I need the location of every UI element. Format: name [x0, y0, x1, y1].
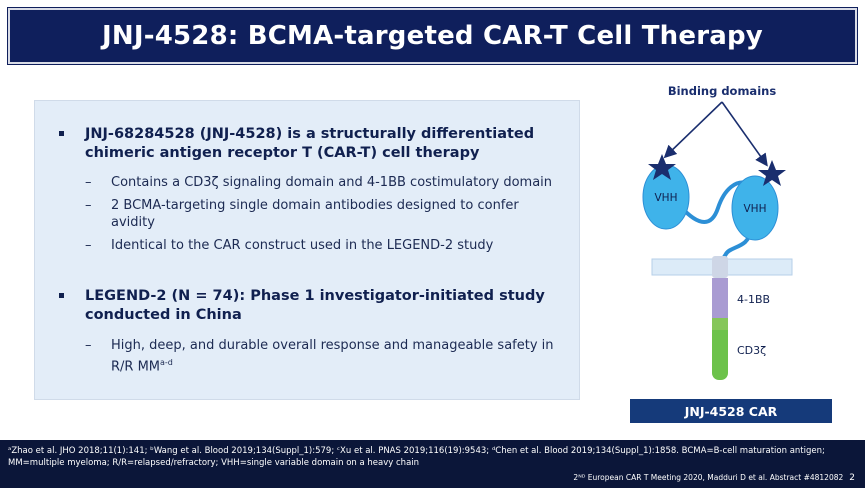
- vhh-right-label: VHH: [744, 203, 767, 215]
- arrow-left: [663, 101, 723, 159]
- sub-bullet-1-3: – Identical to the CAR construct used in…: [85, 238, 494, 253]
- bullet-2: LEGEND-2 (N = 74): Phase 1 investigator-…: [59, 287, 545, 325]
- domain-cd3z: [712, 320, 728, 380]
- bullet-1-line-1: JNJ-68284528 (JNJ-4528) is a structurall…: [85, 126, 535, 142]
- sub-bullet-text: Identical to the CAR construct used in t…: [111, 238, 494, 253]
- bullet-square-icon: [59, 131, 64, 136]
- title-bar: JNJ-4528: BCMA-targeted CAR-T Cell Thera…: [8, 8, 857, 64]
- sub-bullet-text: Contains a CD3ζ signaling domain and 4-1…: [111, 175, 553, 190]
- sub-bullet-text: High, deep, and durable overall response…: [111, 338, 554, 353]
- footer-references: ᵃZhao et al. JHO 2018;11(1):141; ᵇWang e…: [8, 446, 825, 456]
- page-number: 2: [849, 473, 855, 483]
- citation-text: 2ᴺᴰ European CAR T Meeting 2020, Madduri…: [573, 473, 844, 482]
- linker: [678, 180, 751, 224]
- label-cd3z: CD3ζ: [737, 344, 766, 357]
- content-box: JNJ-68284528 (JNJ-4528) is a structurall…: [34, 100, 580, 400]
- sub-bullet-text-cont: avidity: [111, 215, 155, 230]
- superscript: a-d: [160, 358, 173, 367]
- arrow-right: [721, 101, 768, 167]
- rr-mm-text: R/R MM: [111, 359, 161, 375]
- star-left-icon: [648, 154, 676, 180]
- car-construct-diagram: Binding domains VHH VHH 4-1BB CD3ζ: [642, 84, 793, 380]
- construct-label: JNJ-4528 CAR: [630, 399, 832, 423]
- sub-bullet-1-2: – 2 BCMA-targeting single domain antibod…: [85, 198, 519, 230]
- sub-bullet-2-1: – High, deep, and durable overall respon…: [85, 338, 554, 375]
- star-right-icon: [758, 160, 786, 186]
- bullet-1: JNJ-68284528 (JNJ-4528) is a structurall…: [59, 125, 534, 163]
- footer-citation: 2ᴺᴰ European CAR T Meeting 2020, Madduri…: [573, 473, 855, 483]
- transmembrane-domain: [712, 256, 728, 278]
- bullet-2-line-1: LEGEND-2 (N = 74): Phase 1 investigator-…: [85, 288, 545, 304]
- slide-title: JNJ-4528: BCMA-targeted CAR-T Cell Thera…: [102, 21, 763, 51]
- footer-abbreviations: MM=multiple myeloma; R/R=relapsed/refrac…: [8, 458, 420, 468]
- vhh-left-label: VHH: [655, 192, 678, 204]
- label-4-1bb: 4-1BB: [737, 293, 770, 306]
- bullet-1-line-2: chimeric antigen receptor T (CAR-T) cell…: [85, 145, 480, 161]
- vhh-right-domain: [731, 175, 779, 241]
- sub-bullet-text-cont: R/R MMa-d: [85, 354, 554, 375]
- binding-domains-label: Binding domains: [668, 84, 776, 98]
- sub-bullet-text: 2 BCMA-targeting single domain antibodie…: [111, 198, 519, 213]
- domain-cd3z-top: [712, 318, 728, 330]
- sub-bullet-1-1: – Contains a CD3ζ signaling domain and 4…: [85, 175, 553, 190]
- bullet-square-icon: [59, 293, 64, 298]
- domain-4-1bb: [712, 278, 728, 320]
- bullet-2-line-2: conducted in China: [85, 307, 242, 323]
- footer: ᵃZhao et al. JHO 2018;11(1):141; ᵇWang e…: [0, 440, 865, 488]
